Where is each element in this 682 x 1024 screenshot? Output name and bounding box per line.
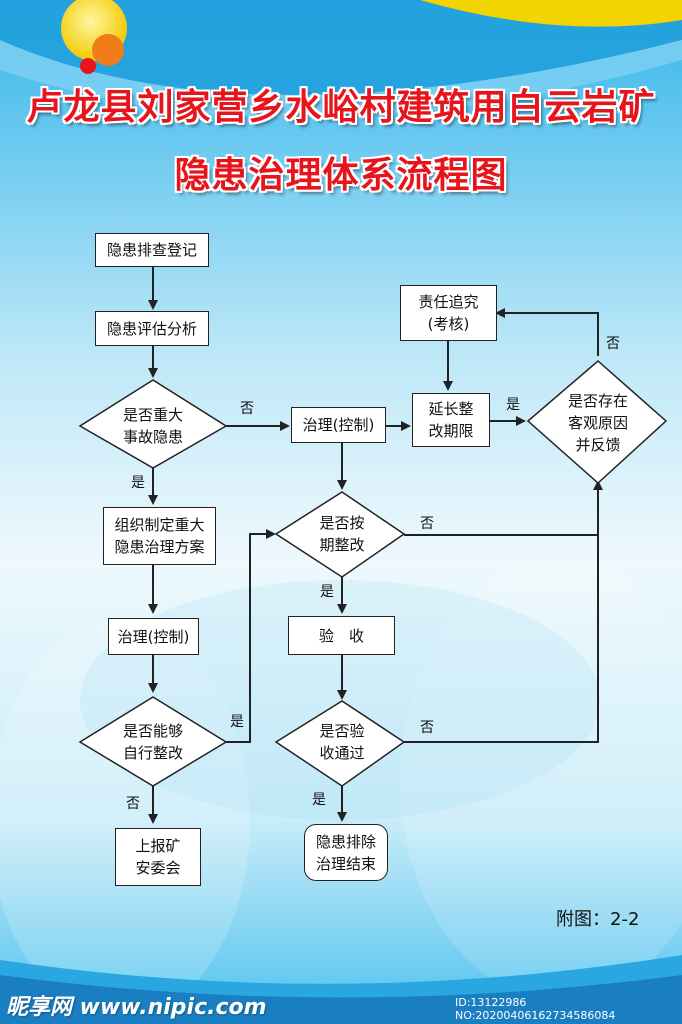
node-govern-left: 治理(控制) bbox=[108, 618, 199, 655]
label-objective-no: 否 bbox=[606, 336, 620, 352]
red-circle-decoration bbox=[80, 58, 96, 74]
node-register: 隐患排查登记 bbox=[95, 233, 209, 267]
label-self-no: 否 bbox=[126, 796, 140, 812]
decision-ontime-text: 是否按 期整改 bbox=[319, 514, 365, 554]
decision-objective-text: 是否存在 客观原因 并反馈 bbox=[567, 392, 628, 454]
decision-self-diamond bbox=[78, 696, 228, 787]
label-pass-no: 否 bbox=[420, 720, 434, 736]
node-extend: 延长整 改期限 bbox=[412, 393, 490, 447]
decision-ontime-diamond bbox=[274, 491, 406, 578]
label-pass-yes: 是 bbox=[312, 792, 326, 808]
node-inspect: 验 收 bbox=[288, 616, 395, 655]
label-major-yes: 是 bbox=[131, 475, 145, 491]
label-ontime-no: 否 bbox=[420, 516, 434, 532]
watermark-id: ID:13122986 NO:20200406162734586084 bbox=[455, 996, 616, 1022]
decision-major-diamond bbox=[78, 379, 228, 469]
watermark-logo: 昵享网 www.nipic.com bbox=[6, 995, 267, 1020]
node-report: 上报矿 安委会 bbox=[115, 828, 201, 886]
decision-major-text: 是否重大 事故隐患 bbox=[122, 406, 183, 446]
title-line-2: 隐患治理体系流程图 bbox=[174, 155, 508, 196]
node-govern-mid: 治理(控制) bbox=[291, 407, 386, 443]
node-accountability: 责任追究 (考核) bbox=[400, 285, 497, 341]
label-ontime-yes: 是 bbox=[320, 584, 334, 600]
label-self-yes: 是 bbox=[230, 714, 244, 730]
node-organize: 组织制定重大 隐患治理方案 bbox=[103, 507, 216, 565]
decision-self-text: 是否能够 自行整改 bbox=[122, 722, 183, 762]
decision-objective-diamond bbox=[526, 360, 668, 485]
label-major-no: 否 bbox=[240, 401, 254, 417]
node-end: 隐患排除 治理结束 bbox=[304, 824, 388, 881]
flow-arrowheads bbox=[148, 300, 603, 824]
title-line-1: 卢龙县刘家营乡水峪村建筑用白云岩矿 bbox=[26, 87, 656, 128]
label-objective-yes: 是 bbox=[506, 397, 520, 413]
decision-pass-text: 是否验 收通过 bbox=[319, 722, 365, 762]
decision-pass-diamond bbox=[274, 700, 406, 787]
orange-circle-decoration bbox=[92, 34, 124, 66]
appendix-label: 附图：2-2 bbox=[556, 909, 640, 930]
node-assess: 隐患评估分析 bbox=[95, 311, 209, 346]
